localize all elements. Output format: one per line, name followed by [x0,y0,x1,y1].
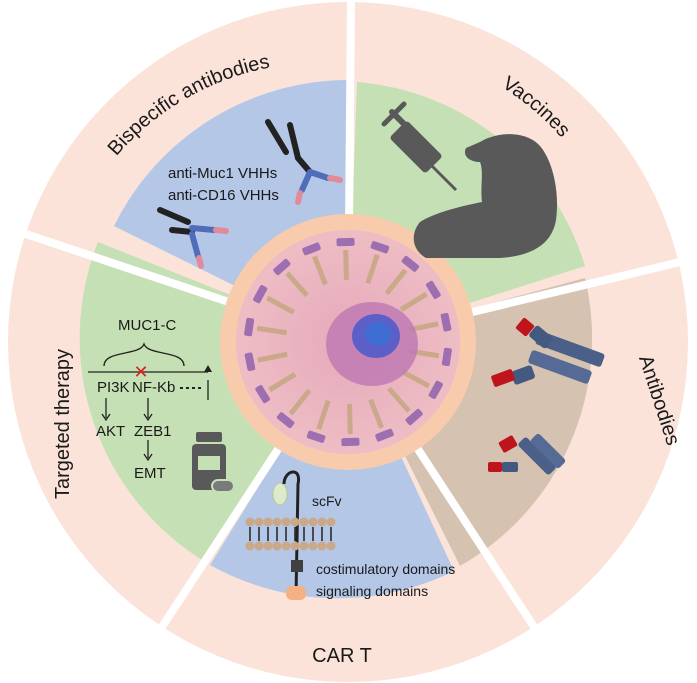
receptor-head [336,237,355,247]
flexed-arm-icon [413,134,558,258]
inhibit-mark: ✕ [133,362,148,382]
zeb1-label: ZEB1 [134,423,172,440]
nucleus-core [365,322,391,346]
muc1c-brace [103,341,185,367]
receptor-head [441,347,452,367]
lipid-head [281,517,291,527]
receptor-stalk [387,386,411,413]
lipid-head [272,517,282,527]
pi3k-label: PI3K [97,379,130,396]
receptor-head [401,255,420,272]
receptor-stalk [399,291,428,312]
lipid-head [254,541,264,551]
akt-label: AKT [96,423,125,440]
scfv-shape [272,482,288,506]
emt-label: EMT [134,465,166,482]
lipid-head [326,517,336,527]
bispecific-antibody-icon [265,119,343,205]
antibody-icon-1 [491,317,605,387]
sector-cart [210,342,454,599]
antibody-icon-2 [488,433,566,475]
receptor-stalk [343,249,349,281]
signaling-label: signaling domains [316,583,428,599]
receptor-stalk [365,254,380,285]
lipid-head [299,541,309,551]
lipid-head [317,541,327,551]
receptor-head [425,280,441,299]
receptor-stalk [268,372,297,393]
scfv-label: scFv [312,493,342,509]
receptor-head [302,242,321,256]
receptor-stalk [288,388,312,416]
drug-arrow-head [204,365,212,372]
lipid-head [281,541,291,551]
lipid-head [272,541,282,551]
muc1c-label: MUC1-C [118,317,176,334]
receptor-head [244,317,255,337]
lipid-head [245,517,255,527]
nfkb-label: NF-Kb [132,379,175,396]
receptor-stalk [316,399,331,430]
receptor-head [341,437,360,447]
receptor-stalk [257,351,288,363]
cell-membrane [245,517,336,551]
lipid-head [326,541,336,551]
receptor-stalk [266,295,295,315]
receptor-head [428,380,443,399]
receptor-head [244,352,256,372]
car-receptor-stalk [282,470,301,597]
receptor-stalk [256,325,288,336]
receptor-head [255,385,271,404]
receptor-head [306,430,326,443]
receptor-head [273,258,291,276]
lipid-head [308,541,318,551]
cell-surface-receptors [244,237,452,447]
lipid-head [245,541,255,551]
costimulatory-domain-shape [291,560,303,572]
lipid-head [299,517,309,527]
lipid-head [254,517,264,527]
receptor-stalk [368,398,384,429]
signaling-domain-shape [286,586,306,600]
bispecific-antibody-icon-2 [157,207,229,269]
pathway-arrows [101,398,153,462]
pill-bottle-icon [192,432,235,493]
syringe-icon [381,101,458,192]
receptor-stalk [401,369,430,389]
targeted-title: Targeted therapy [52,349,74,499]
receptor-stalk [384,268,408,296]
lipid-head [263,541,273,551]
receptor-stalk [312,255,328,286]
receptor-head [370,241,390,254]
lipid-head [308,517,318,527]
lipid-head [263,517,273,527]
lipid-head [290,541,300,551]
cart-title: CAR T [312,645,372,667]
receptor-stalk [285,271,309,298]
lipid-head [317,517,327,527]
anti-cd16-label: anti-CD16 VHHs [168,187,279,204]
receptor-head [440,312,452,332]
receptor-head [253,285,268,304]
costimulatory-label: costimulatory domains [316,561,455,577]
receptor-stalk [347,403,353,435]
receptor-head [375,428,394,442]
anti-muc1-label: anti-Muc1 VHHs [168,165,277,182]
receptor-head [276,412,295,429]
lipid-head [290,517,300,527]
receptor-head [405,408,423,426]
